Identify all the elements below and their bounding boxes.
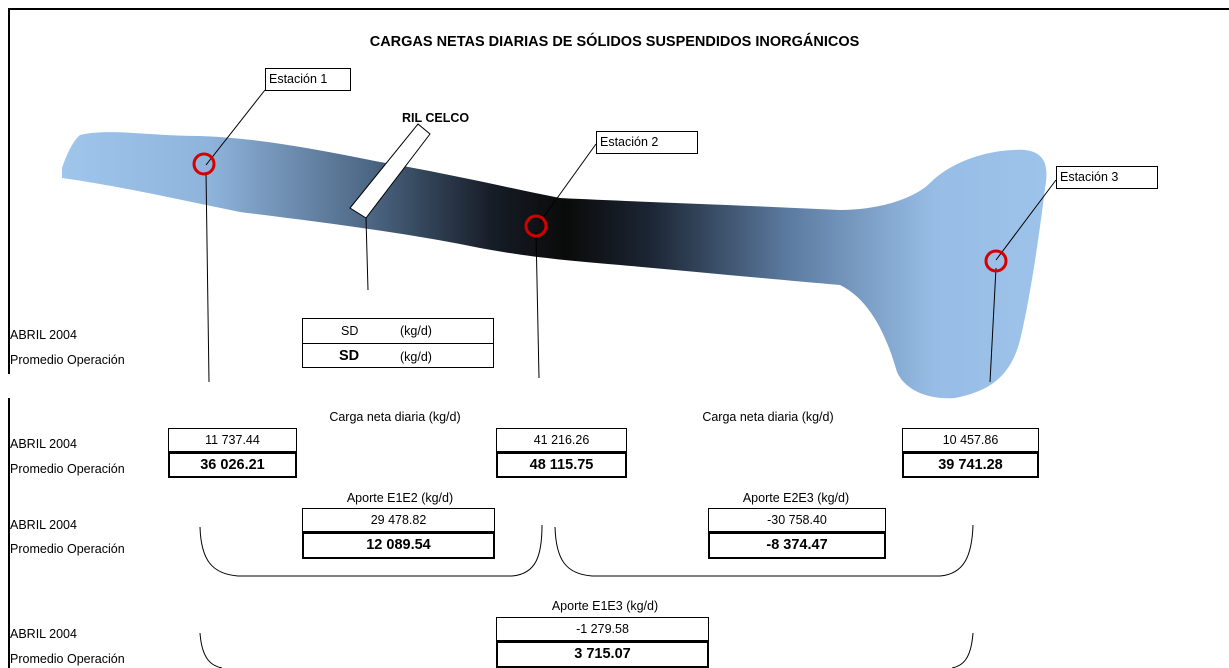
ril-abril-unit: (kg/d) (400, 324, 432, 338)
bracket-e1e3 (199, 632, 974, 668)
frame-left-border (8, 398, 10, 668)
ril-promedio-value: SD (339, 348, 360, 364)
row-label-promedio: Promedio Operación (10, 542, 125, 556)
aporte-e1e2-promedio-value: 12 089.54 (302, 532, 495, 559)
station-1-marker (192, 152, 216, 176)
river-shape (62, 132, 1047, 399)
aporte-e2e3-promedio-value: -8 374.47 (708, 532, 886, 559)
bracket-e1e2 (199, 524, 543, 577)
frame-left-border (8, 8, 10, 374)
e2-abril-value: 41 216.26 (496, 428, 627, 452)
ril-celco-label: RIL CELCO (402, 111, 470, 125)
diagram-title: CARGAS NETAS DIARIAS DE SÓLIDOS SUSPENDI… (369, 34, 860, 50)
row-label-promedio: Promedio Operación (10, 353, 125, 367)
row-label-abril: ABRIL 2004 (10, 627, 77, 641)
e1-abril-value: 11 737.44 (168, 428, 297, 452)
ril-values-box: SD (kg/d) SD (kg/d) (302, 318, 494, 368)
aporte-e1e3-caption: Aporte E1E3 (kg/d) (551, 599, 659, 613)
aporte-e1e3-abril-value: -1 279.58 (496, 617, 709, 641)
row-label-abril: ABRIL 2004 (10, 437, 77, 451)
aporte-e1e2-abril-value: 29 478.82 (302, 508, 495, 532)
ril-abril-value: SD (341, 324, 359, 338)
aporte-e2e3-caption: Aporte E2E3 (kg/d) (742, 491, 850, 505)
e2-promedio-value: 48 115.75 (496, 452, 627, 478)
aporte-e2e3-abril-value: -30 758.40 (708, 508, 886, 532)
ril-promedio-unit: (kg/d) (400, 350, 432, 364)
e3-abril-value: 10 457.86 (902, 428, 1039, 452)
ril-celco-pipe (349, 123, 431, 219)
station-2-label: Estación 2 (596, 131, 698, 154)
station-3-label: Estación 3 (1056, 166, 1158, 189)
carga-caption-e1e2: Carga neta diaria (kg/d) (329, 410, 461, 424)
row-label-abril: ABRIL 2004 (10, 328, 77, 342)
e1-promedio-value: 36 026.21 (168, 452, 297, 478)
bracket-e2e3 (554, 524, 974, 577)
row-label-promedio: Promedio Operación (10, 652, 125, 666)
frame-top-border (8, 8, 1229, 10)
aporte-e1e3-promedio-value: 3 715.07 (496, 641, 709, 668)
aporte-e1e2-caption: Aporte E1E2 (kg/d) (346, 491, 454, 505)
row-label-abril: ABRIL 2004 (10, 518, 77, 532)
station-3-marker (984, 249, 1008, 273)
station-2-marker (524, 214, 548, 238)
station-1-label: Estación 1 (265, 68, 351, 91)
e3-promedio-value: 39 741.28 (902, 452, 1039, 478)
row-label-promedio: Promedio Operación (10, 462, 125, 476)
carga-caption-e2e3: Carga neta diaria (kg/d) (702, 410, 834, 424)
